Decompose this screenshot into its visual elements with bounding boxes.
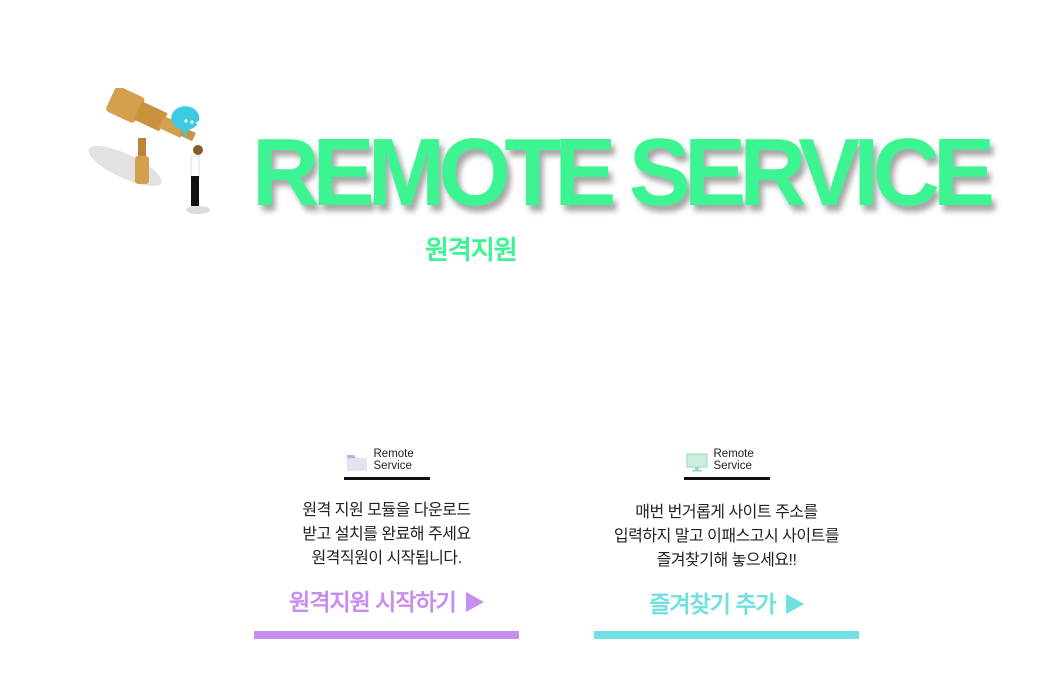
description-line: 즐겨찾기해 놓으세요!! [656,552,797,569]
cta-label: 원격지원 시작하기 [289,589,457,615]
page-title: REMOTE SERVICE [252,119,995,226]
play-arrow-icon [465,592,484,612]
badge-line1: Remote [373,448,414,460]
description-line: 매번 번거롭게 사이트 주소를 [635,504,818,521]
badge-line2: Service [713,460,752,472]
page-subtitle: 원격지원 [425,235,518,265]
play-arrow-icon [785,594,804,614]
card-description: 매번 번거롭게 사이트 주소를 입력하지 말고 이패스고시 사이트를 즐겨찾기해… [594,501,859,573]
badge-underline [683,477,770,480]
badge-line2: Service [373,460,412,472]
description-line: 받고 설치를 완료해 주세요 [302,526,471,543]
folder-icon [346,455,367,471]
cta-label: 즐겨찾기 추가 [649,591,776,617]
accent-bar-purple [254,631,519,639]
monitor-icon [686,453,707,472]
badge-underline [343,477,430,480]
description-line: 원격직원이 시작됩니다. [311,550,462,567]
badge-line1: Remote [713,448,754,460]
description-line: 원격 지원 모듈을 다운로드 [302,502,471,519]
card-description: 원격 지원 모듈을 다운로드 받고 설치를 완료해 주세요 원격직원이 시작됩니… [254,499,519,571]
telescope-illustration [80,86,220,218]
add-bookmark-button[interactable]: 즐겨찾기 추가 [649,585,804,619]
description-line: 입력하지 말고 이패스고시 사이트를 [613,528,840,545]
accent-bar-cyan [594,631,859,639]
start-remote-support-button[interactable]: 원격지원 시작하기 [289,583,484,617]
